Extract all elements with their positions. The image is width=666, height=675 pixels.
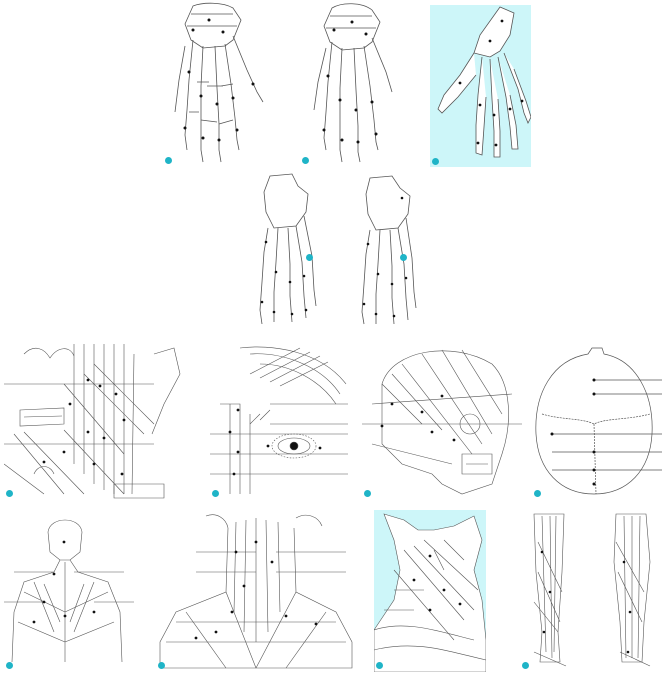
figure-badge [306, 254, 313, 261]
hand-skeleton-palmar-icon [163, 0, 274, 167]
face-muscles-icon [4, 344, 184, 500]
figure-badge [534, 490, 541, 497]
skull-lateral-tile[interactable] [362, 344, 522, 500]
figure-badge [302, 157, 309, 164]
neck-posterior-icon [156, 512, 356, 672]
figure-badge [6, 662, 13, 669]
figure-badge [364, 490, 371, 497]
skull-top-icon [532, 344, 662, 500]
forearm-muscles-icon [520, 512, 662, 672]
hand-tinted-tile[interactable] [430, 5, 531, 167]
figure-badge [6, 490, 13, 497]
neck-posterior-tile[interactable] [156, 512, 356, 672]
hand-dorsal-tile[interactable] [300, 0, 408, 167]
figure-badge [165, 157, 172, 164]
back-muscles-icon [4, 512, 134, 672]
neck-lateral-tile[interactable] [374, 510, 486, 672]
figure-badge [400, 254, 407, 261]
foot-skeleton-dorsal-icon [248, 172, 320, 334]
hand-palmar-tile[interactable] [163, 0, 274, 167]
hand-skeleton-tinted-icon [430, 5, 531, 167]
figure-badge [376, 662, 383, 669]
skull-lateral-icon [362, 344, 522, 500]
eye-region-tile[interactable] [210, 344, 348, 500]
figure-badge [522, 662, 529, 669]
foot-plantar-tile[interactable] [352, 174, 420, 334]
figure-badge [432, 158, 439, 165]
figure-badge [212, 490, 219, 497]
face-muscles-tile[interactable] [4, 344, 184, 500]
foot-skeleton-plantar-icon [352, 174, 420, 334]
foot-dorsal-tile[interactable] [248, 172, 320, 334]
forearm-muscles-tile[interactable] [520, 512, 662, 672]
back-muscles-tile[interactable] [4, 512, 134, 672]
skull-top-tile[interactable] [532, 344, 662, 500]
figure-badge [158, 662, 165, 669]
eye-region-icon [210, 344, 348, 500]
neck-lateral-icon [374, 510, 486, 672]
hand-skeleton-dorsal-icon [300, 0, 408, 167]
